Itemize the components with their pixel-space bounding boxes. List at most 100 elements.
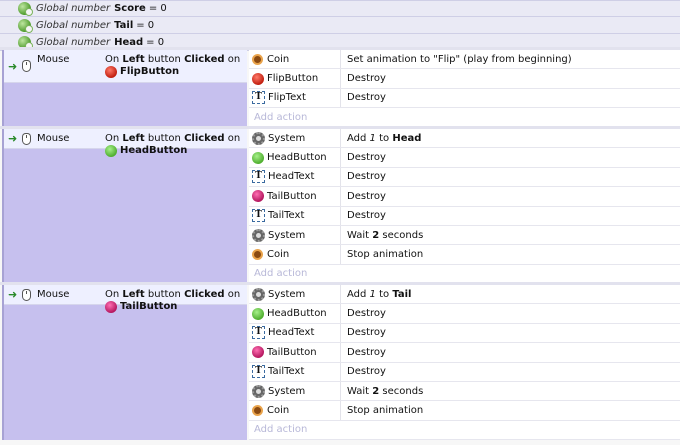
arrow-right-icon: ➜ [8, 288, 18, 301]
action-object: TailButton [249, 343, 341, 362]
action-object-name: System [268, 132, 306, 144]
coin-icon [252, 405, 263, 417]
condition-mid: button [147, 133, 181, 144]
global-var-kind: Global number [36, 3, 111, 14]
condition-prefix: On [105, 289, 120, 300]
action-object: Coin [249, 50, 341, 69]
condition-button: Left [122, 289, 145, 300]
add-action-row[interactable]: Add action [249, 108, 680, 128]
condition-verb: Clicked [184, 133, 225, 144]
condition-object: Mouse [37, 54, 70, 65]
text-object-icon: T [252, 209, 265, 223]
action-object: System [249, 225, 341, 245]
action-object: Coin [249, 245, 341, 264]
global-var-row[interactable]: Global number Tail = 0 [0, 17, 680, 34]
text-object-icon: T [252, 170, 265, 184]
condition-target: FlipButton [105, 66, 179, 78]
text-object-icon: T [252, 91, 265, 105]
red-button-icon [252, 72, 264, 85]
action-row[interactable]: Coin Stop animation [249, 245, 680, 265]
action-object: HeadButton [249, 304, 341, 323]
text-object-icon: T [252, 365, 265, 379]
condition-prefix: On [105, 54, 120, 65]
mouse-icon [22, 288, 31, 301]
condition-verb: Clicked [184, 54, 225, 65]
global-var-name: Head [114, 36, 144, 48]
globe-icon [18, 35, 33, 50]
mouse-icon [22, 60, 31, 72]
action-object: System [249, 381, 341, 401]
pink-button-icon [105, 301, 117, 313]
action-object: FlipButton [249, 69, 341, 88]
green-button-icon [252, 307, 264, 320]
condition-target-name: TailButton [120, 301, 178, 312]
globe-icon [18, 2, 33, 16]
action-object-name: Coin [267, 249, 290, 261]
gear-icon [252, 287, 265, 301]
add-action-link[interactable]: Add action [254, 268, 308, 280]
pink-button-icon [252, 190, 264, 203]
condition-on: on [227, 54, 241, 65]
action-text: Stop animation [347, 249, 424, 261]
event-separator [0, 47, 680, 50]
action-text: Destroy [347, 73, 386, 85]
condition-on: on [227, 133, 241, 144]
condition-target: HeadButton [105, 145, 187, 157]
action-row[interactable]: FlipButton Destroy [249, 69, 680, 89]
global-var-value: = 0 [148, 3, 167, 14]
action-object-name: HeadButton [267, 308, 327, 320]
mouse-icon [22, 132, 31, 145]
action-object-name: TailButton [267, 346, 317, 358]
add-action-link[interactable]: Add action [254, 111, 308, 123]
add-action-row[interactable]: Add action [249, 421, 680, 441]
event-separator [0, 282, 680, 285]
global-var-value: = 0 [146, 36, 165, 48]
action-object-name: HeadText [268, 327, 315, 339]
condition-mid: button [147, 289, 181, 300]
coin-icon [252, 249, 263, 261]
condition-mid: button [147, 54, 181, 65]
action-text: Destroy [347, 327, 386, 339]
add-action-link[interactable]: Add action [254, 424, 308, 436]
action-text: Stop animation [347, 405, 424, 417]
action-text: Destroy [347, 366, 386, 378]
red-button-icon [105, 66, 117, 78]
action-object: TailButton [249, 187, 341, 206]
action-object-name: TailButton [267, 190, 317, 202]
action-object-name: FlipButton [267, 73, 319, 85]
global-var-value: = 0 [136, 19, 155, 31]
global-var-row[interactable]: Global number Score = 0 [0, 0, 680, 17]
